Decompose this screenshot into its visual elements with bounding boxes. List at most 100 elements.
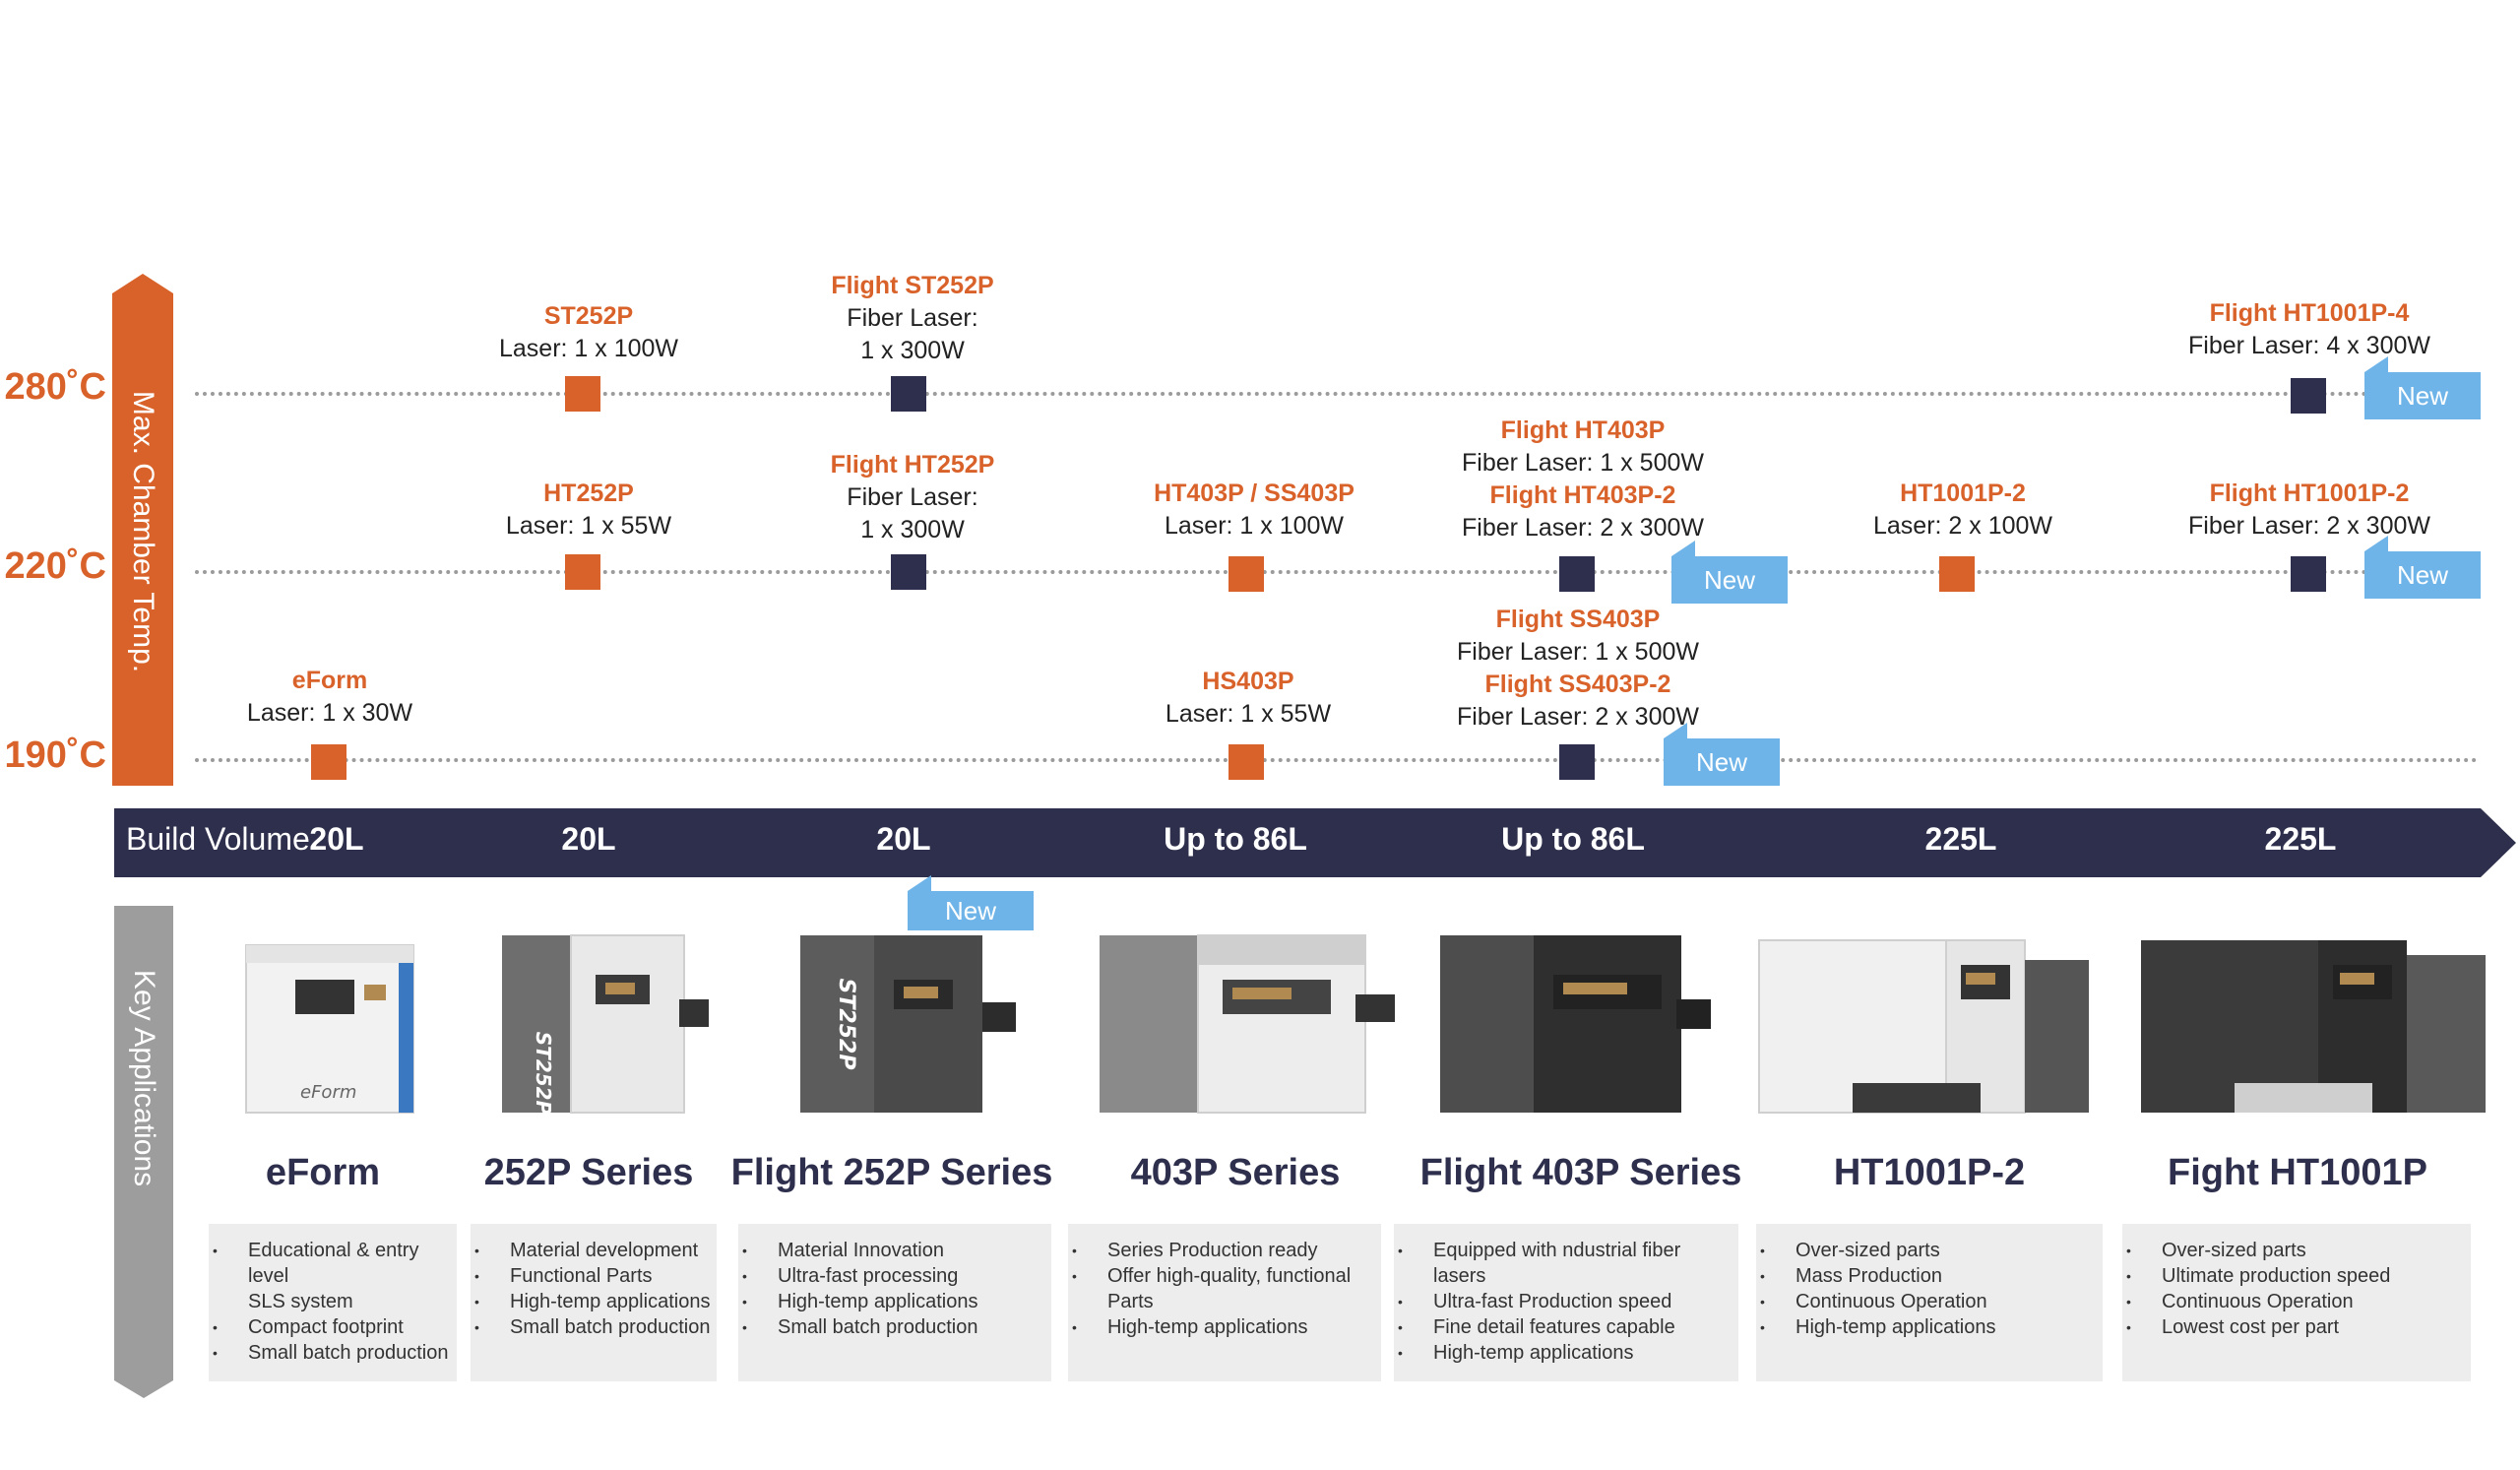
applications-box-403p: Series Production ready Offer high-quali…: [1068, 1224, 1381, 1381]
new-badge-flight-ss403p: New: [1664, 723, 1780, 786]
marker-flight-ss403p: [1559, 744, 1595, 780]
build-volume-title: Build Volume: [126, 821, 310, 857]
series-title-flight-ht1001p: Fight HT1001P: [2168, 1152, 2427, 1193]
application-item: High-temp applications: [474, 1289, 717, 1314]
series-title-403p: 403P Series: [1130, 1152, 1341, 1193]
marker-flight-st252p: [891, 376, 926, 412]
product-label-eform: eForm Laser: 1 x 30W: [246, 667, 413, 727]
applications-box-flight-252p: Material Innovation Ultra-fast processin…: [738, 1224, 1051, 1381]
application-item: Equipped with ndustrial fiber lasers: [1398, 1238, 1738, 1289]
application-item: High-temp applications: [1760, 1314, 2103, 1340]
application-item: Educational & entry level: [213, 1238, 457, 1289]
application-item-cont: SLS system: [248, 1291, 353, 1312]
application-item: High-temp applications: [742, 1289, 1051, 1314]
machine-eform-text: eForm: [300, 1082, 356, 1103]
volume-ht1001p-2: 225L: [1924, 821, 1997, 857]
application-item-cont: Parts: [1107, 1291, 1154, 1312]
machine-flight-ht1001p-image: [2141, 940, 2486, 1113]
machine-403p-image: [1100, 934, 1395, 1114]
application-item: Ultra-fast processing: [742, 1263, 1051, 1289]
application-item: Small batch production: [474, 1314, 717, 1340]
marker-ht403p-ss403p: [1228, 556, 1264, 592]
application-item: Fine detail features capable: [1398, 1314, 1738, 1340]
volume-flight-252p: 20L: [876, 821, 931, 857]
temp-label-190: 190˚C: [4, 735, 107, 776]
product-label-ht403p-ss403p: HT403P / SS403P Laser: 1 x 100W: [1154, 479, 1354, 540]
product-label-flight-st252p: Flight ST252P Fiber Laser: 1 x 300W: [831, 272, 994, 364]
product-label-flight-ht1001p-2: Flight HT1001P-2 Fiber Laser: 2 x 300W: [2188, 479, 2430, 540]
application-item: Ultra-fast Production speed: [1398, 1289, 1738, 1314]
product-label-flight-ht252p: Flight HT252P Fiber Laser: 1 x 300W: [830, 451, 995, 543]
application-item: Over-sized parts: [1760, 1238, 2103, 1263]
application-item: High-temp applications: [1072, 1314, 1381, 1340]
application-item: Continuous Operation: [1760, 1289, 2103, 1314]
applications-box-flight-ht1001p: Over-sized parts Ultimate production spe…: [2122, 1224, 2471, 1381]
new-badge-flight-ht1001p-2: New: [2364, 536, 2481, 599]
key-applications-arrow: [114, 906, 173, 1398]
application-item: Compact footprint: [213, 1314, 457, 1340]
machine-flight-252p-text: ST252P: [834, 979, 858, 1070]
level-line-280: [195, 392, 2479, 396]
temp-label-220: 220˚C: [4, 545, 107, 587]
product-label-ht252p: HT252P Laser: 1 x 55W: [505, 479, 672, 540]
applications-box-flight-403p: Equipped with ndustrial fiber lasers Ult…: [1394, 1224, 1738, 1381]
application-item: Lowest cost per part: [2126, 1314, 2471, 1340]
product-label-flight-ht1001p-4: Flight HT1001P-4 Fiber Laser: 4 x 300W: [2188, 299, 2430, 359]
volume-flight-403p: Up to 86L: [1501, 821, 1645, 857]
machine-ht1001p-2-image: [1758, 939, 2089, 1114]
application-item: Mass Production: [1760, 1263, 2103, 1289]
applications-box-eform: Educational & entry level SLS system Com…: [209, 1224, 457, 1381]
series-title-ht1001p-2: HT1001P-2: [1833, 1152, 2026, 1193]
volume-403p: Up to 86L: [1164, 821, 1307, 857]
application-item: Small batch production: [213, 1340, 457, 1366]
build-volume-arrow: [114, 808, 2516, 877]
marker-flight-ht403p: [1559, 556, 1595, 592]
series-title-eform: eForm: [265, 1152, 381, 1193]
temperature-axis-arrow: [112, 274, 173, 786]
application-item: High-temp applications: [1398, 1340, 1738, 1366]
application-item: Material Innovation: [742, 1238, 1051, 1263]
volume-eform: 20L: [309, 821, 364, 857]
marker-ht1001p-2: [1939, 556, 1975, 592]
temperature-axis-label: Max. Chamber Temp.: [127, 390, 159, 673]
marker-st252p: [565, 376, 600, 412]
application-item: Over-sized parts: [2126, 1238, 2471, 1263]
series-title-flight-403p: Flight 403P Series: [1419, 1152, 1742, 1193]
level-line-220: [195, 570, 2479, 574]
level-line-190: [195, 758, 2479, 762]
product-label-st252p: ST252P Laser: 1 x 100W: [498, 302, 679, 362]
application-item: Material development: [474, 1238, 717, 1263]
applications-box-252p: Material development Functional Parts Hi…: [471, 1224, 717, 1381]
application-item: Small batch production: [742, 1314, 1051, 1340]
volume-252p: 20L: [561, 821, 616, 857]
application-item: Ultimate production speed: [2126, 1263, 2471, 1289]
machine-252p-text: ST252P: [532, 1032, 555, 1116]
application-item: Series Production ready: [1072, 1238, 1381, 1263]
marker-flight-ht252p: [891, 554, 926, 590]
machine-252p-image: ST252P: [502, 934, 709, 1116]
machine-flight-403p-image: [1440, 935, 1711, 1113]
marker-ht252p: [565, 554, 600, 590]
product-label-ht1001p-2: HT1001P-2 Laser: 2 x 100W: [1872, 479, 2053, 540]
marker-hs403p: [1228, 744, 1264, 780]
application-item: Functional Parts: [474, 1263, 717, 1289]
application-item: Continuous Operation: [2126, 1289, 2471, 1314]
product-label-hs403p: HS403P Laser: 1 x 55W: [1165, 668, 1332, 728]
volume-flight-ht1001p: 225L: [2264, 821, 2337, 857]
temp-label-280: 280˚C: [4, 366, 107, 408]
marker-flight-ht1001p-4: [2291, 378, 2326, 414]
machine-eform-image: eForm: [245, 944, 414, 1114]
product-label-flight-ss403p: Flight SS403P Fiber Laser: 1 x 500W Flig…: [1457, 606, 1699, 731]
applications-box-ht1001p-2: Over-sized parts Mass Production Continu…: [1756, 1224, 2103, 1381]
new-badge-flight-ht403p: New: [1671, 541, 1788, 604]
key-applications-label: Key Applications: [128, 969, 160, 1187]
new-badge-ht1001p-4: New: [2364, 356, 2481, 419]
series-title-flight-252p: Flight 252P Series: [730, 1152, 1053, 1193]
series-title-252p: 252P Series: [483, 1152, 694, 1193]
application-item: Offer high-quality, functional: [1072, 1263, 1381, 1289]
product-label-flight-ht403p: Flight HT403P Fiber Laser: 1 x 500W Flig…: [1462, 416, 1704, 542]
new-badge-flight-252p-series: New: [908, 875, 1034, 930]
marker-flight-ht1001p-2: [2291, 556, 2326, 592]
machine-flight-252p-image: ST252P: [800, 935, 1016, 1113]
marker-eform: [311, 744, 346, 780]
